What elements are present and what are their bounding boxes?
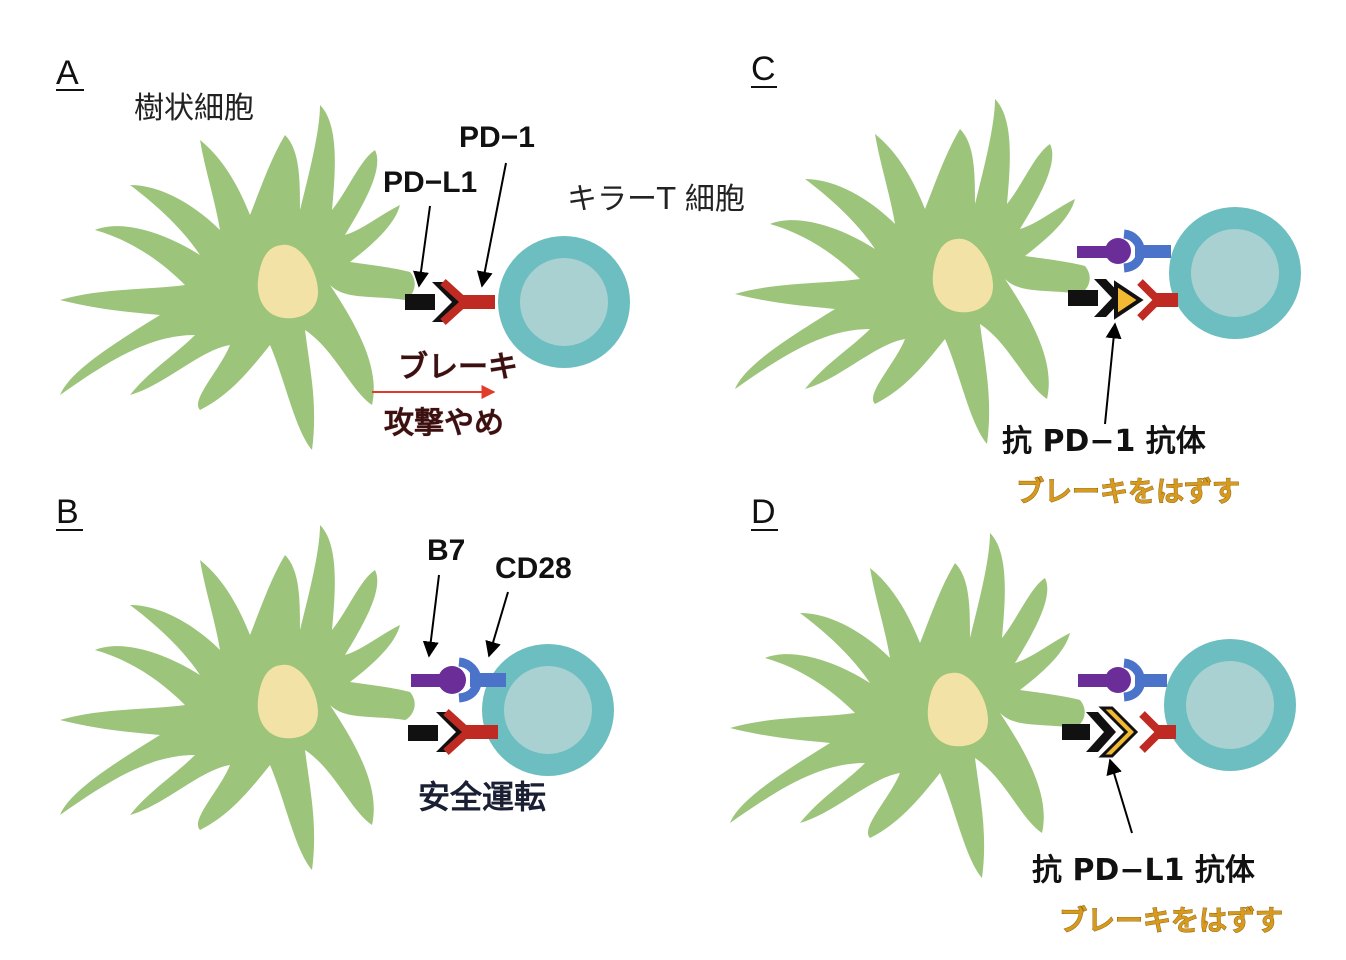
panel-letter-b: B: [56, 493, 79, 531]
b7-ligand: [1078, 667, 1131, 693]
pdl1-ligand: [1062, 712, 1116, 752]
anti-pdl1-antibody-label: 抗 PD−L1 抗体: [1032, 853, 1256, 888]
anti-pdl1-antibody: [1098, 706, 1139, 758]
killer-t-cell: [482, 644, 614, 776]
cd28-receptor: [1122, 658, 1167, 702]
cd28-receptor: [457, 657, 506, 703]
panel-d: D 抗 PD−L1 抗体 ブレーキをはずす: [730, 493, 1296, 937]
pdl1-label: PD−L1: [383, 166, 477, 199]
brake-label: ブレーキ: [398, 350, 518, 385]
dendritic-cell-label: 樹状細胞: [134, 91, 254, 126]
b7-ligand: [1077, 238, 1131, 264]
pdl1-pointer-arrow: [413, 205, 431, 288]
b7-ligand: [411, 666, 466, 694]
pd1-receptor: [440, 279, 495, 325]
antibody-pointer-arrow: [1104, 322, 1122, 425]
killer-t-cell: [498, 236, 630, 368]
dendritic-cell: [60, 525, 415, 870]
b7-label: B7: [427, 534, 465, 567]
panel-c: C 抗 PD−1 抗体 ブレーキをはずす: [735, 50, 1301, 508]
pd1-receptor: [1137, 279, 1178, 321]
anti-pd1-antibody-label: 抗 PD−1 抗体: [1002, 424, 1207, 459]
dendritic-cell: [730, 533, 1085, 878]
release-brake-label: ブレーキをはずす: [1059, 904, 1283, 937]
panel-a: A 樹状細胞 キラーT 細胞 PD−L1 PD−1 ブレーキ 攻撃やめ: [56, 54, 745, 450]
panel-letter-c: C: [751, 50, 776, 88]
pd1-receptor: [1139, 711, 1176, 753]
pdl1-ligand: [408, 712, 470, 752]
cd28-label: CD28: [495, 552, 572, 585]
killer-t-cell: [1164, 639, 1296, 771]
dendritic-cell: [60, 105, 415, 450]
antibody-pointer-arrow: [1106, 758, 1133, 834]
dendritic-cell: [735, 99, 1090, 444]
pd1-label: PD−1: [459, 121, 535, 154]
attack-stop-label: 攻撃やめ: [384, 406, 504, 441]
pd1-receptor: [443, 709, 498, 755]
panel-b: B B7 CD28 安全運転: [56, 493, 614, 870]
cd28-pointer-arrow: [485, 591, 509, 658]
b7-pointer-arrow: [422, 574, 440, 658]
panel-letter-d: D: [751, 493, 776, 531]
safe-driving-label: 安全運転: [418, 778, 546, 816]
release-brake-label: ブレーキをはずす: [1016, 475, 1240, 508]
cd28-receptor: [1122, 229, 1171, 273]
anti-pd1-antibody: [1114, 280, 1144, 320]
panel-letter-a: A: [56, 54, 79, 92]
pd1-pointer-arrow: [476, 162, 507, 288]
killer-t-cell: [1169, 207, 1301, 339]
killer-t-cell-label: キラーT 細胞: [567, 182, 745, 217]
